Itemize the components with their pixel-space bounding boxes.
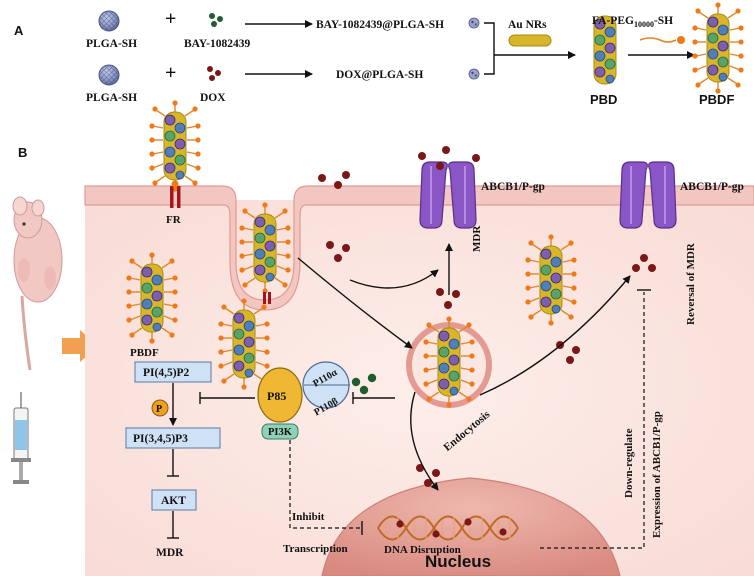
pbd-label: PBD bbox=[590, 92, 617, 107]
panel-a: A + PLGA-SH BAY-1082439 BAY-1082439@PLGA… bbox=[14, 2, 744, 107]
bay-plga-label: BAY-1082439@PLGA-SH bbox=[316, 19, 444, 31]
pi3k-inhibits-pathway bbox=[199, 392, 255, 404]
p85-label: P85 bbox=[267, 389, 286, 403]
dox-label: DOX bbox=[200, 92, 226, 104]
pbdf-particle-a bbox=[692, 2, 743, 93]
mdr-pump-label: MDR bbox=[471, 225, 483, 252]
abcb1-label-left: ABCB1/P-gp bbox=[481, 181, 545, 193]
inhibit-akt-mdr bbox=[167, 511, 179, 539]
fr-label: FR bbox=[166, 214, 182, 226]
mdr-output-label: MDR bbox=[156, 547, 184, 559]
reversal-label: Reversal of MDR bbox=[685, 242, 697, 325]
bay-drug-dots bbox=[351, 373, 377, 395]
plga-sh-label-1: PLGA-SH bbox=[86, 38, 137, 50]
expression-label: Expression of ABCB1/P-gp bbox=[651, 411, 663, 538]
down-regulate-label: Down-regulate bbox=[623, 428, 635, 498]
inhibit-label: Inhibit bbox=[292, 511, 325, 523]
folate-receptor bbox=[170, 180, 181, 208]
gold-nanorod bbox=[508, 34, 552, 47]
cell-membrane bbox=[84, 185, 754, 311]
dox-plga-particle bbox=[468, 68, 480, 80]
panel-b-label: B bbox=[18, 145, 27, 160]
dox-plga-label: DOX@PLGA-SH bbox=[336, 69, 423, 81]
svg-text:PI(4,5)P2: PI(4,5)P2 bbox=[143, 367, 190, 379]
dox-molecules bbox=[207, 66, 221, 81]
syringe-icon bbox=[11, 392, 31, 484]
pi3k-complex: P85 P110α P110β PI3K bbox=[257, 361, 350, 440]
pbdf-label-b: PBDF bbox=[130, 347, 159, 359]
plga-sh-particle-2 bbox=[98, 64, 120, 86]
pi3k-label: PI3K bbox=[268, 427, 293, 438]
transcription-label: Transcription bbox=[283, 543, 348, 555]
abcb1-label-right: ABCB1/P-gp bbox=[680, 181, 744, 193]
dna-helix bbox=[377, 515, 519, 541]
pbdf-at-receptor bbox=[149, 100, 200, 191]
panel-b: B Nucleus bbox=[11, 100, 754, 576]
bay-1082439-molecules bbox=[209, 13, 223, 27]
au-nrs-label: Au NRs bbox=[508, 19, 547, 31]
fa-peg-label: FA-PEG10000-SH bbox=[592, 15, 673, 29]
svg-text:P: P bbox=[156, 404, 162, 415]
plga-sh-label-2: PLGA-SH bbox=[86, 92, 137, 104]
panel-a-label: A bbox=[14, 23, 24, 38]
phosphate-icon: P bbox=[151, 399, 169, 417]
svg-text:AKT: AKT bbox=[161, 495, 186, 507]
plus-sign-1: + bbox=[165, 8, 176, 30]
merge-bracket bbox=[484, 22, 495, 75]
inhibit-transcription-line bbox=[289, 440, 360, 529]
dna-disruption-label: DNA Disruption bbox=[384, 544, 461, 556]
plga-sh-particle-1 bbox=[98, 10, 120, 32]
pi345p3-box: PI(3,4,5)P3 bbox=[125, 427, 221, 449]
fa-peg-molecule bbox=[639, 36, 685, 44]
process-arrows bbox=[297, 243, 631, 491]
bay-inhibits-pi3k bbox=[352, 392, 395, 404]
nucleus-label: Nucleus bbox=[425, 552, 491, 571]
svg-text:PI(3,4,5)P3: PI(3,4,5)P3 bbox=[133, 433, 188, 445]
bay-plga-particle bbox=[468, 17, 480, 29]
endosome bbox=[406, 316, 492, 407]
pi45p2-box: PI(4,5)P2 bbox=[134, 361, 212, 383]
pbdf-label-a: PBDF bbox=[699, 92, 734, 107]
bay-label: BAY-1082439 bbox=[184, 38, 250, 50]
down-regulate-line bbox=[540, 292, 645, 549]
receptor-in-pit bbox=[263, 292, 271, 304]
mouse-illustration bbox=[11, 195, 64, 372]
akt-box: AKT bbox=[151, 489, 197, 511]
plus-sign-2: + bbox=[165, 62, 176, 84]
inhibit-pip3-akt bbox=[167, 449, 179, 477]
